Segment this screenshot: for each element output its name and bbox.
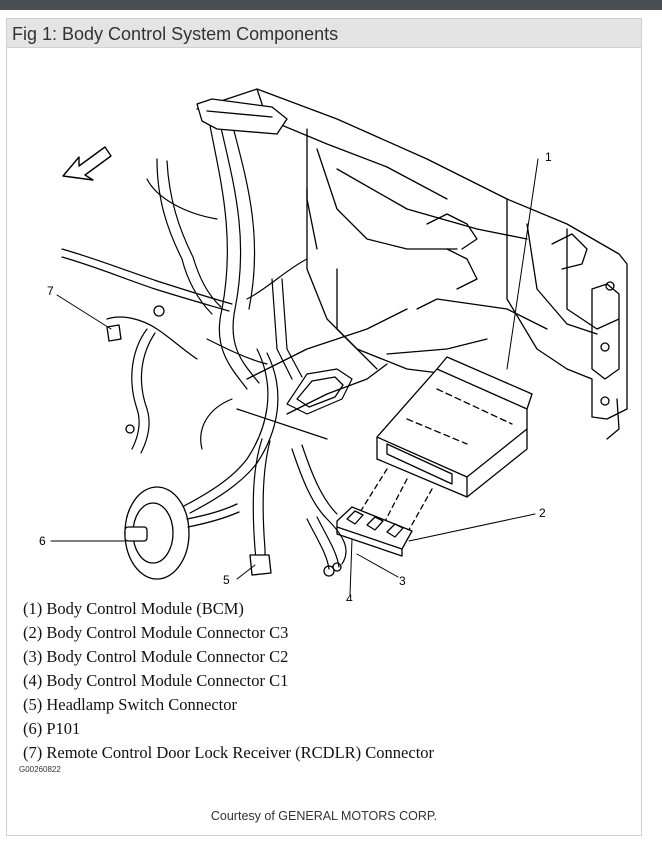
callout-1: 1 (545, 150, 552, 164)
callout-5: 5 (223, 573, 230, 587)
credit-line: Courtesy of GENERAL MOTORS CORP. (210, 809, 438, 823)
legend-item: (2) Body Control Module Connector C3 (23, 623, 289, 642)
instrument-panel-frame (196, 88, 628, 440)
callout-3: 3 (399, 574, 406, 588)
headlamp-switch-connector-drawing (249, 554, 272, 576)
window-top-bar (0, 0, 662, 10)
legend-item: (6) P101 (23, 719, 81, 738)
legend-item: (1) Body Control Module (BCM) (23, 599, 244, 618)
figure-panel: Fig 1: Body Control System Components (6, 18, 642, 836)
body-control-module-drawing (376, 356, 533, 498)
figure-header: Fig 1: Body Control System Components (7, 19, 641, 48)
direction-arrow-icon (62, 146, 112, 181)
air-duct (286, 368, 353, 415)
p101-grommet-drawing (124, 486, 240, 580)
wiring-harness (61, 108, 347, 570)
document-code: G00260822 (19, 765, 61, 774)
component-legend: (1) Body Control Module (BCM) (2) Body C… (23, 597, 623, 765)
callout-2: 2 (539, 506, 546, 520)
legend-item: (7) Remote Control Door Lock Receiver (R… (23, 743, 435, 762)
legend-item: (3) Body Control Module Connector C2 (23, 647, 289, 666)
callout-4: 4 (346, 592, 353, 601)
bcm-connectors-drawing (336, 506, 413, 557)
component-diagram: 1 2 3 4 5 6 7 (7, 49, 641, 601)
callout-6: 6 (39, 534, 46, 548)
legend-item: (4) Body Control Module Connector C1 (23, 671, 289, 690)
legend-item: (5) Headlamp Switch Connector (23, 695, 237, 714)
callout-7: 7 (47, 284, 54, 298)
figure-title: Fig 1: Body Control System Components (12, 24, 339, 44)
